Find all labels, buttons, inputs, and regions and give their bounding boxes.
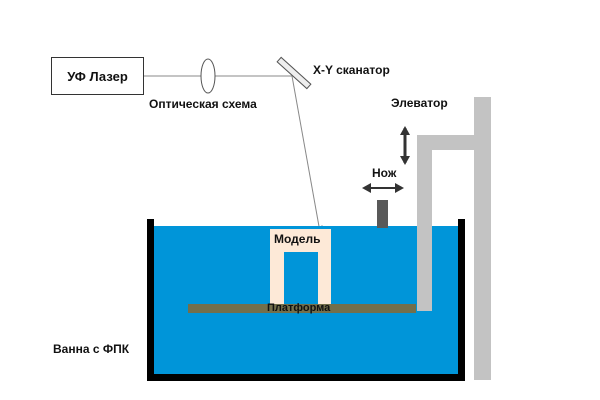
vat-bottom xyxy=(147,374,465,381)
model xyxy=(270,229,331,304)
vat-label: Ванна с ФПК xyxy=(53,342,130,356)
platform xyxy=(188,304,416,313)
knife xyxy=(377,200,388,228)
optics-label: Оптическая схема xyxy=(149,97,257,111)
uv-laser-label: УФ Лазер xyxy=(67,68,128,84)
vat-right-wall xyxy=(458,219,465,380)
uv-laser-box: УФ Лазер xyxy=(51,57,144,95)
scanner-mirror xyxy=(276,56,312,90)
knife-label: Нож xyxy=(372,166,397,180)
lens xyxy=(200,58,216,94)
elevator-label: Элеватор xyxy=(391,96,448,110)
platform-label: Платформа xyxy=(267,302,331,314)
elevator-column xyxy=(474,97,491,380)
model-label: Модель xyxy=(274,232,321,246)
laser-beam-deflected xyxy=(291,75,323,233)
elevator-rod xyxy=(417,135,432,311)
vat-left-wall xyxy=(147,219,154,380)
scanner-label: X-Y сканатор xyxy=(313,63,390,77)
